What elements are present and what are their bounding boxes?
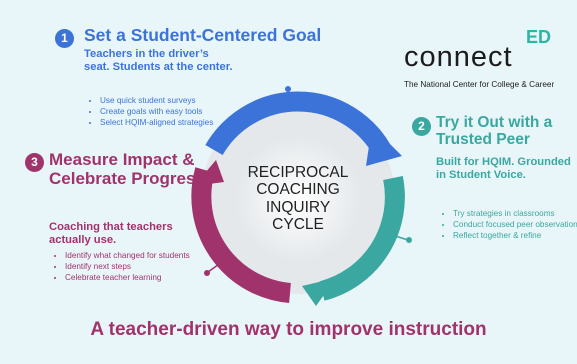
pin-dot-step1 — [285, 86, 291, 92]
step1-bullet: Use quick student surveys — [100, 96, 213, 107]
arrowhead-step3 — [194, 160, 224, 186]
logo-accent: ED — [526, 27, 552, 47]
step1-bullet: Create goals with easy tools — [100, 107, 213, 118]
cycle-arc-step1 — [205, 91, 391, 156]
step3-bullet: Identify next steps — [65, 262, 215, 273]
step3-bullet: Identify what changed for students — [65, 251, 215, 262]
footer-tagline: A teacher-driven way to improve instruct… — [90, 319, 487, 340]
pin-line-step2 — [391, 234, 409, 241]
step1-subtitle: Teachers in the driver’s seat. Students … — [84, 48, 233, 74]
step3-title: Measure Impact & Celebrate Progress — [49, 150, 205, 189]
logo-wordmark: connect — [404, 41, 513, 73]
step1-title: Set a Student-Centered Goal — [84, 25, 322, 45]
cycle-center-label: RECIPROCAL COACHING INQUIRY CYCLE — [247, 164, 349, 234]
arrowhead-step2 — [302, 278, 336, 306]
step3-bullet: Celebrate teacher learning — [65, 273, 215, 284]
step2-title: Try it Out with a Trusted Peer — [436, 114, 553, 149]
cycle-inner-disc — [232, 133, 364, 265]
step2-number-badge: 2 — [412, 117, 431, 136]
step2-bullet: Conduct focused peer observations — [453, 220, 577, 231]
step3-number-badge: 3 — [25, 153, 44, 172]
pin-dot-step3 — [204, 270, 210, 276]
pin-line-step3 — [207, 261, 223, 273]
arrowhead-step1 — [366, 126, 402, 166]
pin-dot-step2 — [406, 237, 412, 243]
step2-bullet-list: Try strategies in classrooms Conduct foc… — [439, 209, 577, 241]
step3-bullet-list: Identify what changed for students Ident… — [51, 251, 215, 283]
logo-tagline: The National Center for College & Career — [404, 80, 555, 89]
step3-subtitle: Coaching that teachers actually use. — [49, 221, 173, 247]
step2-bullet: Reflect together & refine — [453, 231, 577, 242]
step2-bullet: Try strategies in classrooms — [453, 209, 577, 220]
step1-bullet: Select HQIM-aligned strategies — [100, 118, 213, 129]
step1-number-badge: 1 — [55, 29, 74, 48]
cycle-arc-step3 — [191, 167, 292, 303]
cycle-arc-step2 — [319, 176, 405, 301]
step1-bullet-list: Use quick student surveys Create goals w… — [86, 96, 213, 128]
step2-subtitle: Built for HQIM. Grounded in Student Voic… — [436, 156, 571, 182]
